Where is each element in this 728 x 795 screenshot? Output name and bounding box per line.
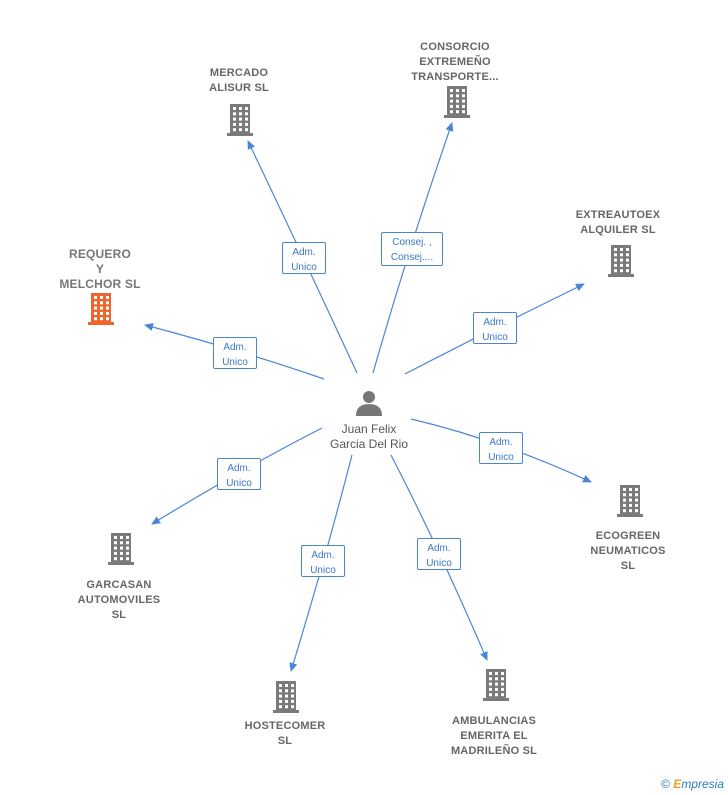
company-label-mercado[interactable]: MERCADO ALISUR SL xyxy=(209,67,269,94)
building-icon-consorcio xyxy=(444,86,470,118)
company-label-extreautoex[interactable]: EXTREAUTOEX ALQUILER SL xyxy=(575,209,661,236)
edge-label-ecogreen[interactable]: Adm. Unico xyxy=(479,432,523,464)
company-label-consorcio[interactable]: CONSORCIO EXTREMEÑO TRANSPORTE... xyxy=(411,41,499,83)
building-icon-garcasan xyxy=(108,533,134,565)
brand-logo-text: mpresia xyxy=(681,777,724,791)
company-label-ambulancias[interactable]: AMBULANCIAS EMERITA EL MADRILEÑO SL xyxy=(450,715,538,757)
company-label-requero[interactable]: REQUERO Y MELCHOR SL xyxy=(59,247,141,291)
building-icon-ambulancias xyxy=(483,669,509,701)
edge-label-mercado[interactable]: Adm. Unico xyxy=(282,242,326,274)
person-name[interactable]: Juan Felix Garcia Del Rio xyxy=(329,422,409,451)
copyright-icon: © xyxy=(661,777,670,791)
brand-logo-initial: E xyxy=(673,777,682,791)
person-icon xyxy=(356,391,382,416)
footer-brand: © Empresia xyxy=(661,777,724,791)
company-label-hostecomer[interactable]: HOSTECOMER SL xyxy=(244,720,326,747)
edge-label-requero[interactable]: Adm. Unico xyxy=(213,337,257,369)
building-icon-extreautoex xyxy=(608,245,634,277)
building-icon-requero xyxy=(88,293,114,325)
edge-label-extreautoex[interactable]: Adm. Unico xyxy=(473,312,517,344)
building-icon-mercado xyxy=(227,104,253,136)
edge-label-ambulancias[interactable]: Adm. Unico xyxy=(417,538,461,570)
building-icon-ecogreen xyxy=(617,485,643,517)
edge-label-consorcio[interactable]: Consej. , Consej.... xyxy=(381,232,443,266)
building-icon-hostecomer xyxy=(273,681,299,713)
edge-label-hostecomer[interactable]: Adm. Unico xyxy=(301,545,345,577)
company-label-ecogreen[interactable]: ECOGREEN NEUMATICOS SL xyxy=(590,530,666,572)
company-label-garcasan[interactable]: GARCASAN AUTOMOVILES SL xyxy=(77,579,161,621)
edge-label-garcasan[interactable]: Adm. Unico xyxy=(217,458,261,490)
